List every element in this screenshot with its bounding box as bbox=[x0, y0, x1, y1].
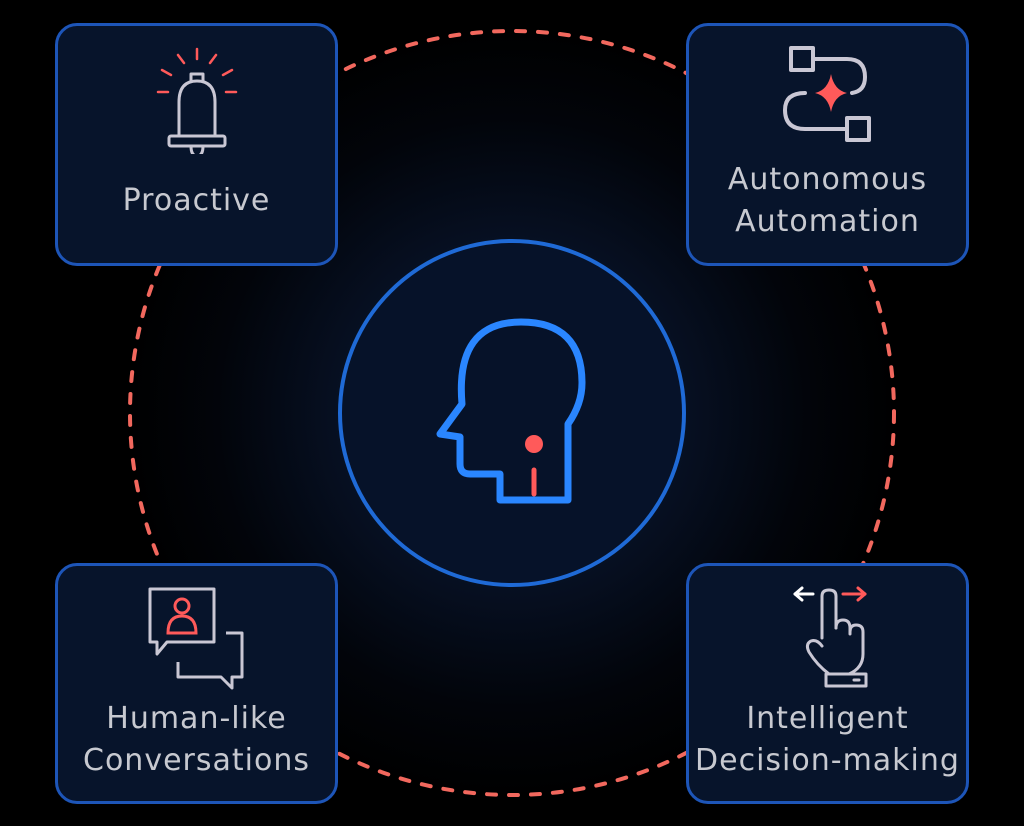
card-intelligent-decision-making: Intelligent Decision-making bbox=[686, 563, 969, 804]
card-intelligent-decision-making-label: Intelligent Decision-making bbox=[695, 701, 960, 778]
card-autonomous-automation: Autonomous Automation bbox=[686, 23, 969, 266]
workflow-icon bbox=[783, 46, 871, 142]
chat-icon bbox=[148, 587, 244, 690]
card-proactive-label: Proactive bbox=[122, 183, 271, 218]
bell-icon bbox=[156, 47, 238, 154]
dashed-ring bbox=[128, 29, 896, 797]
card-autonomous-automation-label: Autonomous Automation bbox=[727, 162, 928, 239]
card-human-like-conversations-label: Human-like Conversations bbox=[83, 701, 310, 778]
card-human-like-conversations: Human-like Conversations bbox=[55, 563, 338, 804]
hand-swipe-icon bbox=[793, 586, 868, 688]
head-icon bbox=[436, 318, 586, 504]
card-proactive: Proactive bbox=[55, 23, 338, 266]
center-ring bbox=[338, 239, 686, 587]
